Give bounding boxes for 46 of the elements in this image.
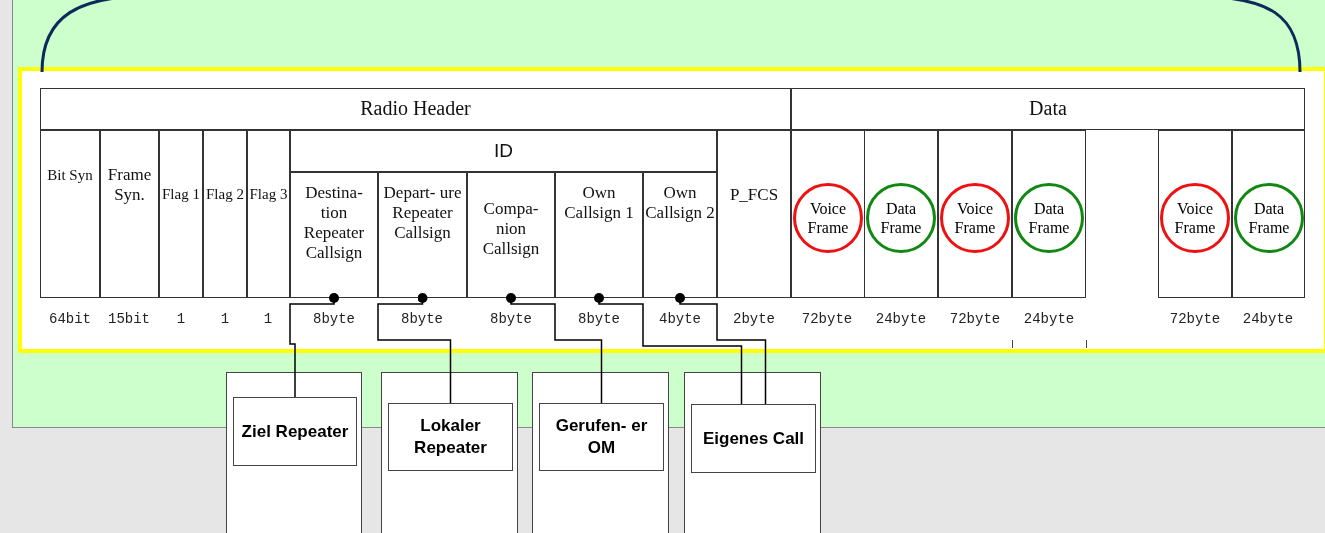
leader-line bbox=[594, 293, 743, 405]
size-label: 1 bbox=[262, 311, 274, 329]
size-label: 1 bbox=[175, 311, 187, 329]
panel-box bbox=[226, 372, 362, 533]
table-cell: P_FCS bbox=[717, 130, 791, 298]
header-cell: Data bbox=[791, 88, 1305, 130]
size-label: 64bit bbox=[48, 311, 92, 329]
circled-label: Data Frame bbox=[1234, 183, 1304, 253]
table-cell: Compa- nion Callsign bbox=[467, 172, 555, 298]
label-box: Gerufen- er OM bbox=[539, 403, 664, 471]
size-label: 1 bbox=[219, 311, 231, 329]
table-cell: Depart- ure Repeater Callsign bbox=[378, 172, 467, 298]
leader-line bbox=[377, 293, 452, 404]
panel-box bbox=[684, 372, 821, 533]
size-label: 4byte bbox=[658, 311, 702, 329]
table-cell: Own Callsign 1 bbox=[555, 172, 643, 298]
table-cell: Flag 3 bbox=[247, 130, 290, 298]
circled-label: Data Frame bbox=[1014, 183, 1084, 253]
leader-line bbox=[289, 293, 339, 398]
size-label: 8byte bbox=[577, 311, 621, 329]
header-cell: Radio Header bbox=[40, 88, 791, 130]
size-label: 2byte bbox=[732, 311, 776, 329]
size-label: 8byte bbox=[489, 311, 533, 329]
size-label: 72byte bbox=[800, 311, 854, 329]
label-box: Eigenes Call bbox=[691, 404, 816, 473]
table-cell: Flag 2 bbox=[203, 130, 247, 298]
size-label: 72byte bbox=[1168, 311, 1222, 329]
size-label: 8byte bbox=[312, 311, 356, 329]
table-cell: ID bbox=[290, 130, 717, 172]
table-cell: Flag 1 bbox=[159, 130, 203, 298]
panel-box bbox=[381, 372, 518, 533]
size-label: 8byte bbox=[400, 311, 444, 329]
leader-line bbox=[675, 293, 767, 405]
size-label: 72byte bbox=[948, 311, 1002, 329]
panel-box bbox=[532, 372, 669, 533]
table-cell: Frame Syn. bbox=[100, 130, 159, 298]
label-box: Ziel Repeater bbox=[233, 397, 357, 466]
size-label: 24byte bbox=[1022, 311, 1076, 329]
leader-line bbox=[506, 293, 603, 404]
size-label: 15bit bbox=[107, 311, 151, 329]
table-cell: Own Callsign 2 bbox=[643, 172, 717, 298]
size-label: 24byte bbox=[1241, 311, 1295, 329]
size-label: 24byte bbox=[874, 311, 928, 329]
label-box: Lokaler Repeater bbox=[388, 403, 513, 471]
table-cell: Destina- tion Repeater Callsign bbox=[290, 172, 378, 298]
table-cell: Bit Syn bbox=[40, 130, 100, 298]
